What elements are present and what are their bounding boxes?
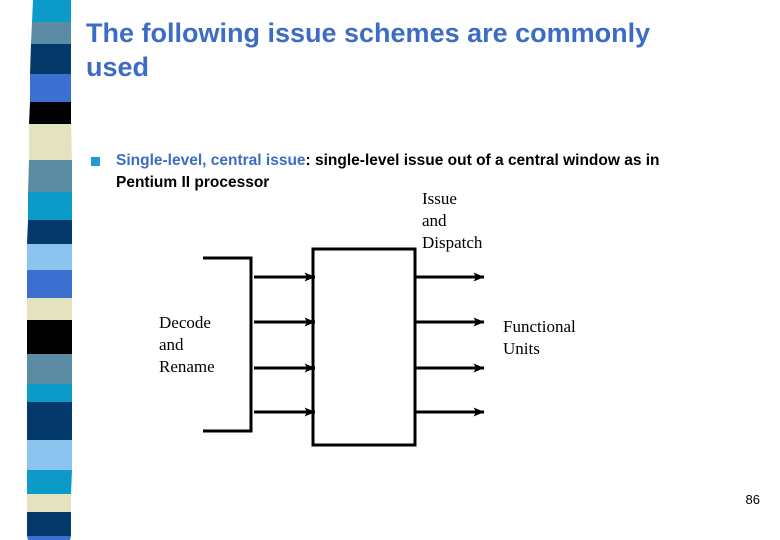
stripe-band: [30, 44, 71, 74]
list-item: Single-level, central issue: single-leve…: [88, 150, 708, 194]
label-functional-units: Functional Units: [503, 317, 576, 358]
stripe-band: [27, 298, 72, 320]
stripe-band: [28, 192, 72, 220]
stripe-band: [28, 160, 72, 192]
stripe-band: [27, 440, 72, 470]
stripe-band: [27, 354, 72, 384]
square-bullet-icon: [91, 157, 100, 166]
page-title: The following issue schemes are commonly…: [86, 18, 651, 82]
stripe-band: [27, 512, 71, 536]
stripe-band: [27, 384, 72, 402]
list-item-rest: : single-level issue out of a central wi…: [116, 152, 660, 191]
stripe-band: [27, 220, 72, 244]
label-decode-and-rename: Decode and Rename: [159, 313, 215, 376]
list-item-text: Single-level, central issue: single-leve…: [116, 150, 708, 194]
bullet-list: Single-level, central issue: single-leve…: [88, 150, 708, 194]
stripe-band: [27, 244, 72, 270]
stripe-band: [30, 74, 71, 102]
stripe-band: [27, 270, 72, 298]
stripe-band: [27, 320, 72, 354]
stripe-band: [27, 470, 72, 494]
instruction-window-box: [311, 247, 417, 447]
stripe-band: [29, 102, 71, 124]
stripe-band: [31, 22, 71, 44]
label-issue-and-dispatch: Issue and Dispatch: [422, 189, 483, 252]
stripe-band: [27, 494, 71, 512]
decorative-color-stripe: [27, 0, 72, 540]
stripe-band: [27, 536, 71, 540]
stripe-band: [27, 402, 72, 440]
diagram-shapes: [203, 247, 485, 447]
stripe-band: [32, 0, 71, 22]
stripe-band: [29, 124, 72, 160]
page-number: 86: [745, 492, 760, 507]
list-item-lead: Single-level, central issue: [116, 152, 306, 169]
